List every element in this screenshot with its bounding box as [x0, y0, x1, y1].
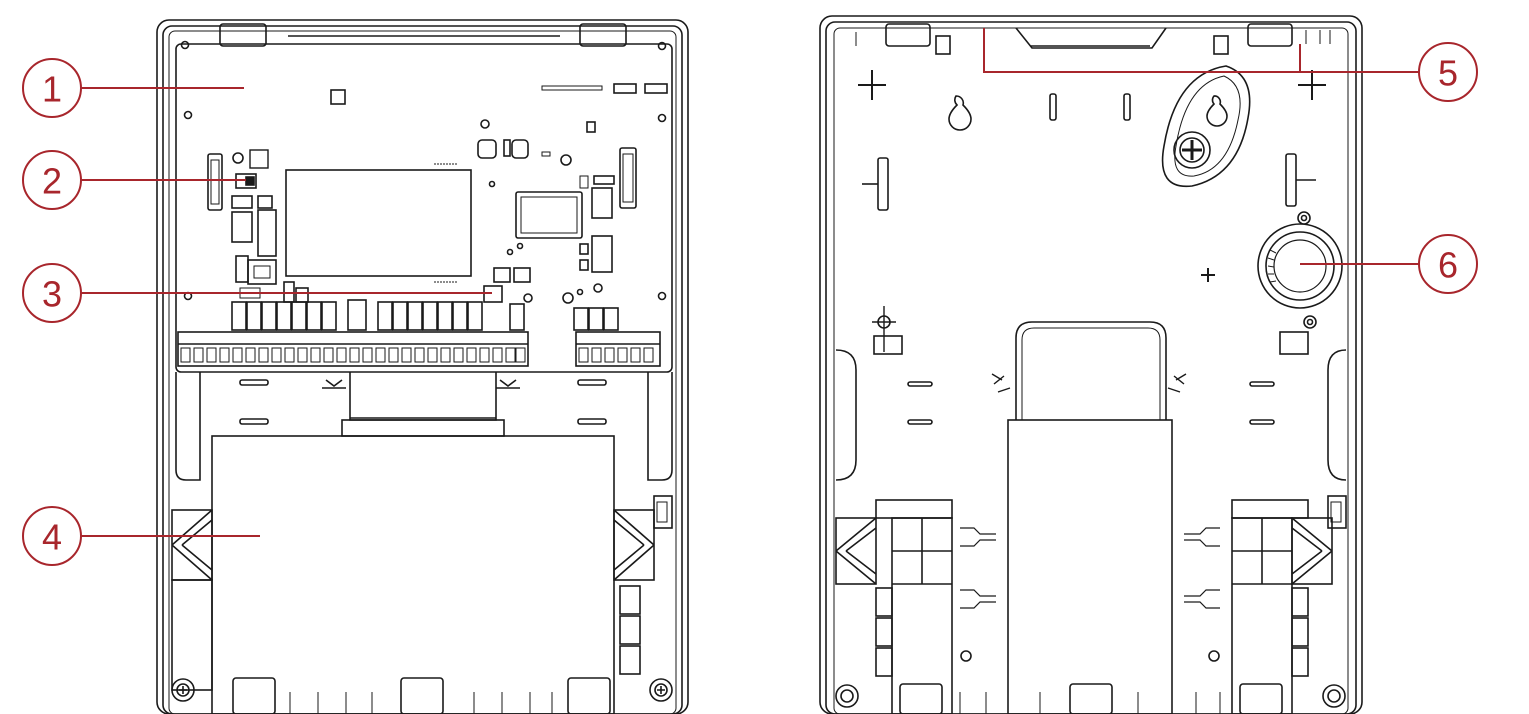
left-top-latch-2 — [579, 23, 627, 47]
right-housing-inner — [825, 21, 1357, 714]
pcb-mount-hole-ml — [183, 110, 193, 120]
callout-1: 1 — [22, 58, 82, 118]
pcb-board — [175, 43, 673, 373]
battery-bracket-top — [341, 419, 505, 437]
battery-compartment — [211, 435, 615, 714]
svg-text:6: 6 — [1438, 245, 1458, 286]
callout-3: 3 — [22, 263, 82, 323]
pcb-crystal-chip — [515, 191, 583, 239]
svg-text:4: 4 — [42, 517, 62, 558]
oval-mount — [1161, 65, 1251, 188]
svg-text:3: 3 — [42, 274, 62, 315]
left-housing-inner — [162, 25, 683, 714]
pcb-led-row — [541, 85, 603, 91]
svg-text:1: 1 — [42, 69, 62, 110]
right-center-channel — [1007, 419, 1173, 714]
left-screw-br — [649, 678, 673, 702]
right-top-slot — [1015, 27, 1167, 49]
callout-4: 4 — [22, 506, 82, 566]
callout-2: 2 — [22, 150, 82, 210]
keyhole-left — [948, 95, 972, 131]
buzzer — [1257, 211, 1343, 329]
callouts — [81, 28, 1422, 537]
callout-6: 6 — [1418, 234, 1478, 294]
pcb-header-1 — [613, 83, 637, 94]
pcb-header-2 — [644, 83, 668, 94]
right-enclosure — [819, 15, 1363, 714]
pcb-mount-hole-tl — [180, 40, 190, 50]
mounting-screw — [1173, 131, 1211, 169]
left-housing-rim — [168, 30, 677, 714]
left-screw-bl — [171, 678, 195, 702]
svg-text:2: 2 — [42, 161, 62, 202]
left-enclosure — [156, 19, 689, 714]
pcb-terminal-block-right — [575, 331, 661, 367]
pcb-terminal-block-left — [177, 331, 529, 367]
svg-text:5: 5 — [1438, 53, 1458, 94]
left-side-braces — [171, 495, 673, 691]
pcb-left-connector — [207, 153, 223, 211]
right-housing-rim — [833, 27, 1349, 714]
pcb-mount-hole-tr — [657, 41, 667, 51]
left-top-latch-1 — [219, 23, 267, 47]
pcb-mount-hole-br — [657, 291, 667, 301]
pcb-right-connector — [619, 147, 637, 209]
pcb-small-square — [330, 89, 346, 105]
pcb-mount-hole-mr — [657, 113, 667, 123]
pcb-display — [285, 169, 472, 277]
right-housing-outer — [819, 15, 1363, 714]
pcb-relay-row — [231, 299, 619, 331]
callout-5: 5 — [1418, 42, 1478, 102]
pcb-small-block-1 — [493, 267, 511, 283]
right-bottom-braces — [835, 495, 1347, 714]
left-housing-outer — [156, 19, 689, 714]
